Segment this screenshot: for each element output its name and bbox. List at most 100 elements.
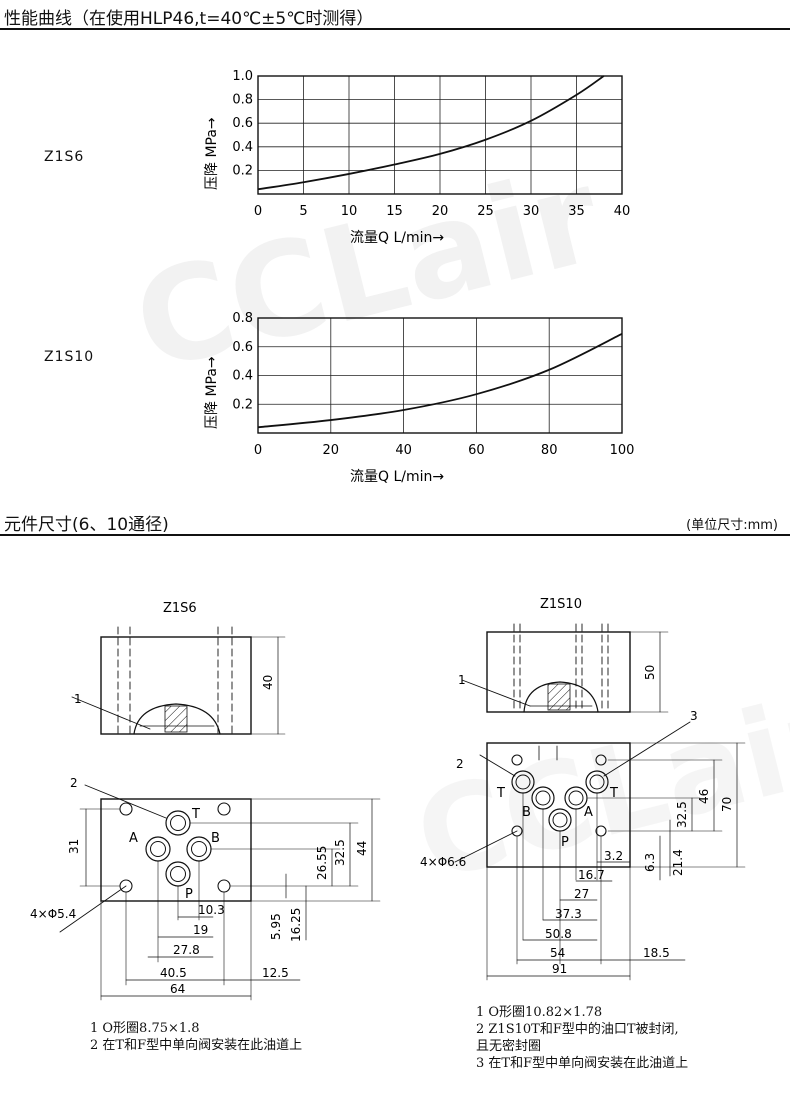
drawing-title: Z1S6 bbox=[163, 601, 197, 616]
section-header-dimensions: 元件尺寸(6、10通径) (单位尺寸:mm) bbox=[0, 506, 790, 536]
dim-31: 31 bbox=[67, 839, 81, 854]
dimension-drawings: Z1S6 1 40 bbox=[30, 597, 746, 1001]
chart-z1s6: 0 5 10 15 20 25 30 35 40 0.2 0.4 0.6 0.8 1.0 流量Q L/min… bbox=[204, 69, 631, 246]
x-tick-label: 10 bbox=[341, 204, 358, 219]
x-tick-label: 30 bbox=[523, 204, 540, 219]
port-label: P bbox=[185, 887, 193, 902]
dim-27: 27 bbox=[574, 887, 589, 901]
y-tick-label: 0.8 bbox=[232, 93, 253, 108]
callout-1: 1 bbox=[458, 673, 466, 687]
chart-model-label: Z1S10 bbox=[44, 349, 95, 365]
callout-2: 2 bbox=[70, 776, 78, 790]
z1s10-side-view bbox=[461, 623, 669, 713]
port-label: B bbox=[522, 805, 531, 820]
z1s10-bottom-view bbox=[454, 721, 746, 981]
x-tick-label: 0 bbox=[254, 443, 262, 458]
x-tick-label: 100 bbox=[610, 443, 635, 458]
holes-label: 4×Φ6.6 bbox=[420, 855, 466, 869]
dim-91: 91 bbox=[552, 962, 567, 976]
z1s6-side-view bbox=[71, 626, 286, 735]
x-tick-label: 5 bbox=[299, 204, 307, 219]
dim-64: 64 bbox=[170, 982, 185, 996]
x-tick-label: 20 bbox=[323, 443, 340, 458]
note-item: 1 O形圈10.82×1.78 bbox=[476, 1005, 603, 1020]
z1s6-notes: 1 O形圈8.75×1.8 2 在T和F型中单向阀安装在此油道上 bbox=[90, 1020, 302, 1054]
note-item: 1 O形圈8.75×1.8 bbox=[90, 1021, 200, 1036]
x-tick-label: 80 bbox=[541, 443, 558, 458]
note-item: 且无密封圈 bbox=[476, 1039, 542, 1054]
y-tick-label: 0.4 bbox=[232, 140, 253, 155]
dim-18-5: 18.5 bbox=[643, 946, 670, 960]
chart-model-label: Z1S6 bbox=[44, 149, 85, 165]
note-item: 2 Z1S10T和F型中的油口T被封闭, bbox=[476, 1022, 679, 1037]
x-axis-label: 流量Q L/min→ bbox=[350, 469, 444, 485]
dim-26-55: 26.55 bbox=[315, 846, 329, 880]
unit-label: (单位尺寸:mm) bbox=[686, 518, 778, 533]
x-tick-label: 25 bbox=[477, 204, 494, 219]
plot-frame bbox=[257, 75, 623, 195]
holes-label: 4×Φ5.4 bbox=[30, 907, 76, 921]
callout-3: 3 bbox=[690, 709, 698, 723]
port-label: A bbox=[584, 805, 593, 820]
z1s6-bottom-view bbox=[59, 784, 381, 1001]
callout-1: 1 bbox=[74, 692, 82, 706]
port-label: A bbox=[129, 831, 138, 846]
y-axis-label: 压降 MPa→ bbox=[204, 356, 220, 429]
y-axis-label: 压降 MPa→ bbox=[204, 117, 220, 190]
port-label: T bbox=[191, 807, 200, 822]
note-item: 3 在T和F型中单向阀安装在此油道上 bbox=[476, 1056, 689, 1071]
section-title: 元件尺寸(6、10通径) bbox=[4, 515, 169, 535]
divider bbox=[0, 534, 790, 536]
dim-44: 44 bbox=[355, 841, 369, 856]
dim-50: 50 bbox=[643, 665, 657, 680]
y-tick-label: 0.6 bbox=[232, 116, 253, 131]
y-tick-label: 1.0 bbox=[232, 69, 253, 84]
port-label: T bbox=[609, 786, 618, 801]
x-tick-label: 60 bbox=[468, 443, 485, 458]
dim-16-25: 16.25 bbox=[289, 908, 303, 942]
x-tick-label: 15 bbox=[386, 204, 403, 219]
dim-12-5: 12.5 bbox=[262, 966, 289, 980]
x-tick-label: 0 bbox=[254, 204, 262, 219]
callout-2: 2 bbox=[456, 757, 464, 771]
dim-16-7: 16.7 bbox=[578, 868, 605, 882]
y-tick-label: 0.2 bbox=[232, 163, 253, 178]
dim-54: 54 bbox=[550, 946, 565, 960]
plot-frame bbox=[257, 317, 623, 434]
dim-19: 19 bbox=[193, 923, 208, 937]
drawing-title: Z1S10 bbox=[540, 597, 582, 612]
y-tick-label: 0.8 bbox=[232, 311, 253, 326]
y-tick-label: 0.4 bbox=[232, 369, 253, 384]
dim-6-3: 6.3 bbox=[643, 853, 657, 872]
section-header-performance: 性能曲线（在使用HLP46,t=40℃±5℃时测得） bbox=[0, 0, 790, 30]
dim-21-4: 21.4 bbox=[671, 849, 685, 876]
x-tick-label: 20 bbox=[432, 204, 449, 219]
x-axis-label: 流量Q L/min→ bbox=[350, 230, 444, 246]
dim-37-3: 37.3 bbox=[555, 907, 582, 921]
dim-3-2: 3.2 bbox=[604, 849, 623, 863]
x-tick-label: 35 bbox=[568, 204, 585, 219]
x-tick-label: 40 bbox=[395, 443, 412, 458]
dim-27-8: 27.8 bbox=[173, 943, 200, 957]
data-line bbox=[257, 75, 605, 191]
z1s10-notes: 1 O形圈10.82×1.78 2 Z1S10T和F型中的油口T被封闭, 且无密… bbox=[476, 1004, 688, 1072]
dim-10-3: 10.3 bbox=[198, 903, 225, 917]
dim-32-5: 32.5 bbox=[675, 801, 689, 828]
dim-40-5: 40.5 bbox=[160, 966, 187, 980]
port-label: P bbox=[561, 835, 569, 850]
chart-z1s10: 0 20 40 60 80 100 0.2 0.4 0.6 0.8 流量Q L/min→ 压降 MPa… bbox=[204, 311, 635, 485]
dim-5-95: 5.95 bbox=[269, 913, 283, 940]
dim-50-8: 50.8 bbox=[545, 927, 572, 941]
dim-70: 70 bbox=[720, 797, 734, 812]
dim-40: 40 bbox=[261, 675, 275, 690]
divider bbox=[0, 28, 790, 30]
note-item: 2 在T和F型中单向阀安装在此油道上 bbox=[90, 1038, 303, 1053]
dim-32-5: 32.5 bbox=[333, 839, 347, 866]
dim-46: 46 bbox=[697, 789, 711, 804]
y-tick-label: 0.6 bbox=[232, 340, 253, 355]
port-label: T bbox=[496, 786, 505, 801]
y-tick-label: 0.2 bbox=[232, 397, 253, 412]
data-line bbox=[257, 333, 623, 429]
x-tick-label: 40 bbox=[614, 204, 631, 219]
section-title: 性能曲线（在使用HLP46,t=40℃±5℃时测得） bbox=[4, 9, 374, 29]
